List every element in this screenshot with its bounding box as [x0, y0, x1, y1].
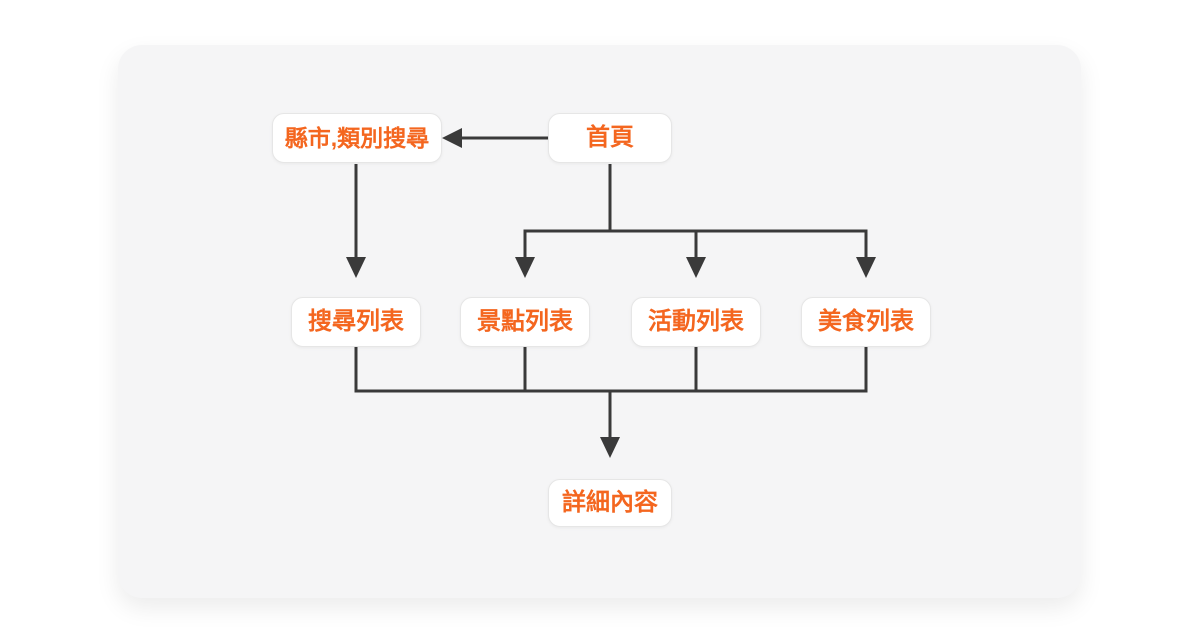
node-detail-label: 詳細內容 — [562, 489, 658, 516]
node-home: 首頁 — [548, 113, 672, 163]
node-search-list-label: 搜尋列表 — [308, 308, 404, 335]
node-attraction-list: 景點列表 — [460, 297, 590, 347]
node-search-filter-label: 縣市,類別搜尋 — [284, 124, 430, 151]
node-home-label: 首頁 — [586, 124, 634, 151]
node-search-list: 搜尋列表 — [291, 297, 421, 347]
node-food-list: 美食列表 — [801, 297, 931, 347]
node-detail: 詳細內容 — [548, 479, 672, 527]
node-activity-list-label: 活動列表 — [648, 308, 744, 335]
node-search-filter: 縣市,類別搜尋 — [272, 113, 442, 163]
node-activity-list: 活動列表 — [631, 297, 761, 347]
node-attraction-list-label: 景點列表 — [477, 308, 573, 335]
node-food-list-label: 美食列表 — [818, 308, 914, 335]
